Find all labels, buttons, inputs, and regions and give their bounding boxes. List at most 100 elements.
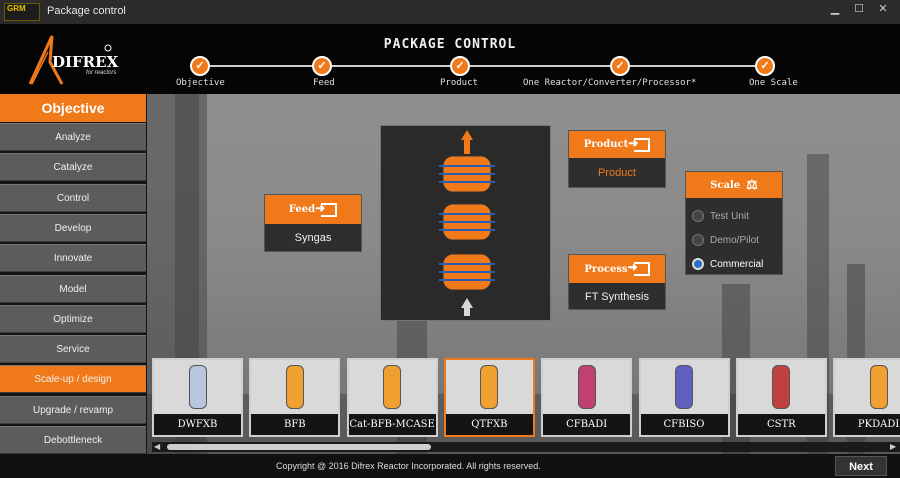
step-label[interactable]: Product [440, 78, 478, 88]
sidebar-item-scale-up-design[interactable]: Scale-up / design [0, 365, 146, 394]
minimize-button[interactable]: ▁ [830, 3, 840, 15]
scroll-left-icon[interactable]: ◀ [154, 442, 161, 451]
reactor-vessel-icon [383, 365, 402, 409]
product-card-header: Product [569, 131, 665, 158]
reactor-label: Cat-BFB-MCASE [348, 414, 436, 435]
product-card[interactable]: Product Product [568, 130, 666, 188]
step-check-icon[interactable]: ✓ [450, 56, 470, 76]
feed-card-title: Feed [288, 204, 316, 215]
step-label[interactable]: One Reactor/Converter/Processor* [523, 78, 697, 88]
reactor-thumbnail[interactable]: Cat-BFB-MCASE [346, 358, 438, 437]
sidebar-item-catalyze[interactable]: Catalyze [0, 153, 146, 182]
reactor-vessel-icon [675, 365, 693, 409]
header [0, 24, 900, 94]
reactor-vessel-icon [869, 365, 888, 409]
scale-option-label: Demo/Pilot [710, 234, 759, 246]
reactor-vessel-icon [480, 365, 499, 409]
feed-card[interactable]: Feed Syngas [264, 194, 362, 252]
logo-tagline: for reactors [86, 70, 117, 76]
carousel-scroll-thumb[interactable] [167, 444, 431, 450]
process-card[interactable]: Process FT Synthesis [568, 254, 666, 310]
product-value: Product [598, 167, 636, 179]
sidebar-item-control[interactable]: Control [0, 183, 146, 212]
scale-option[interactable]: Demo/Pilot [692, 228, 782, 252]
reactor-label: QTFXB [445, 414, 533, 435]
step-check-icon[interactable]: ✓ [190, 56, 210, 76]
scale-option[interactable]: Commercial [692, 252, 782, 276]
process-card-title: Process [584, 263, 628, 275]
sidebar-item-upgrade-revamp[interactable]: Upgrade / revamp [0, 395, 146, 424]
close-button[interactable]: ✕ [878, 3, 888, 15]
radio-button[interactable] [692, 234, 704, 246]
maximize-button[interactable]: ☐ [854, 3, 864, 15]
sidebar-item-innovate[interactable]: Innovate [0, 244, 146, 273]
reactor-thumbnail[interactable]: CFBADI [541, 358, 633, 437]
reactor-icon [251, 360, 339, 414]
next-button[interactable]: Next [835, 456, 887, 476]
feed-card-header: Feed [265, 195, 361, 224]
copyright-text: Copyright @ 2016 Difrex Reactor Incorpor… [276, 461, 541, 471]
reactor-icon [640, 360, 728, 414]
reactor-thumbnail[interactable]: BFB [249, 358, 341, 437]
scroll-right-icon[interactable]: ▶ [890, 442, 897, 451]
scale-option[interactable]: Test Unit [692, 204, 782, 228]
step-check-icon[interactable]: ✓ [312, 56, 332, 76]
step-check-icon[interactable]: ✓ [755, 56, 775, 76]
reactor-diagram [439, 130, 495, 316]
sidebar-item-develop[interactable]: Develop [0, 213, 146, 242]
sidebar-item-optimize[interactable]: Optimize [0, 304, 146, 333]
page-title: PACKAGE CONTROL [383, 37, 517, 52]
reactor-icon [737, 360, 825, 414]
reactor-vessel-icon [577, 365, 596, 409]
scale-card-header: Scale ⚖ [686, 172, 782, 198]
enter-icon [628, 136, 651, 152]
feed-value: Syngas [294, 232, 332, 244]
carousel-scrollbar[interactable] [152, 442, 900, 452]
logo-brand: DIFREX [52, 53, 119, 71]
process-value: FT Synthesis [585, 291, 649, 303]
sidebar-item-service[interactable]: Service [0, 335, 146, 364]
reactor-vessel-icon [772, 365, 791, 409]
reactor-label: CFBADI [543, 414, 631, 435]
window-title: Package control [47, 5, 126, 17]
reactor-thumbnail[interactable]: QTFXB [443, 358, 535, 437]
reactor-label: CSTR [737, 414, 825, 435]
step-label[interactable]: Feed [313, 78, 335, 88]
title-bar [0, 0, 900, 24]
balance-scale-icon: ⚖ [746, 177, 758, 193]
step-label[interactable]: Objective [176, 78, 225, 88]
reactor-vessel-icon [285, 365, 304, 409]
reactor-icon [835, 360, 900, 414]
footer [0, 454, 900, 478]
reactor-diagram-panel [380, 125, 551, 321]
enter-icon [315, 201, 338, 217]
progress-line [200, 65, 770, 67]
enter-icon [628, 260, 650, 276]
scale-option-label: Commercial [710, 258, 764, 270]
reactor-thumbnail[interactable]: DWFXB [152, 358, 243, 437]
reactor-thumbnail[interactable]: CSTR [735, 358, 827, 437]
scale-option-label: Test Unit [710, 210, 749, 222]
radio-button[interactable] [692, 258, 704, 270]
reactor-icon [154, 360, 241, 414]
product-card-title: Product [583, 139, 629, 150]
process-card-header: Process [569, 255, 665, 283]
reactor-vessel-icon [188, 365, 207, 409]
radio-button[interactable] [692, 210, 704, 222]
reactor-icon [543, 360, 631, 414]
sidebar-item-model[interactable]: Model [0, 274, 146, 303]
reactor-thumbnail[interactable]: CFBISO [638, 358, 730, 437]
sidebar-heading: Objective [0, 94, 146, 122]
step-label[interactable]: One Scale [749, 78, 798, 88]
reactor-label: DWFXB [154, 414, 241, 435]
reactor-icon [348, 360, 436, 414]
sidebar-item-analyze[interactable]: Analyze [0, 123, 146, 151]
step-check-icon[interactable]: ✓ [610, 56, 630, 76]
sidebar-item-debottleneck[interactable]: Debottleneck [0, 426, 146, 454]
reactor-label: BFB [251, 414, 339, 435]
app-logo: GRM [4, 3, 40, 21]
scale-card-title: Scale [710, 179, 741, 191]
reactor-thumbnail[interactable]: PKDADI [833, 358, 900, 437]
